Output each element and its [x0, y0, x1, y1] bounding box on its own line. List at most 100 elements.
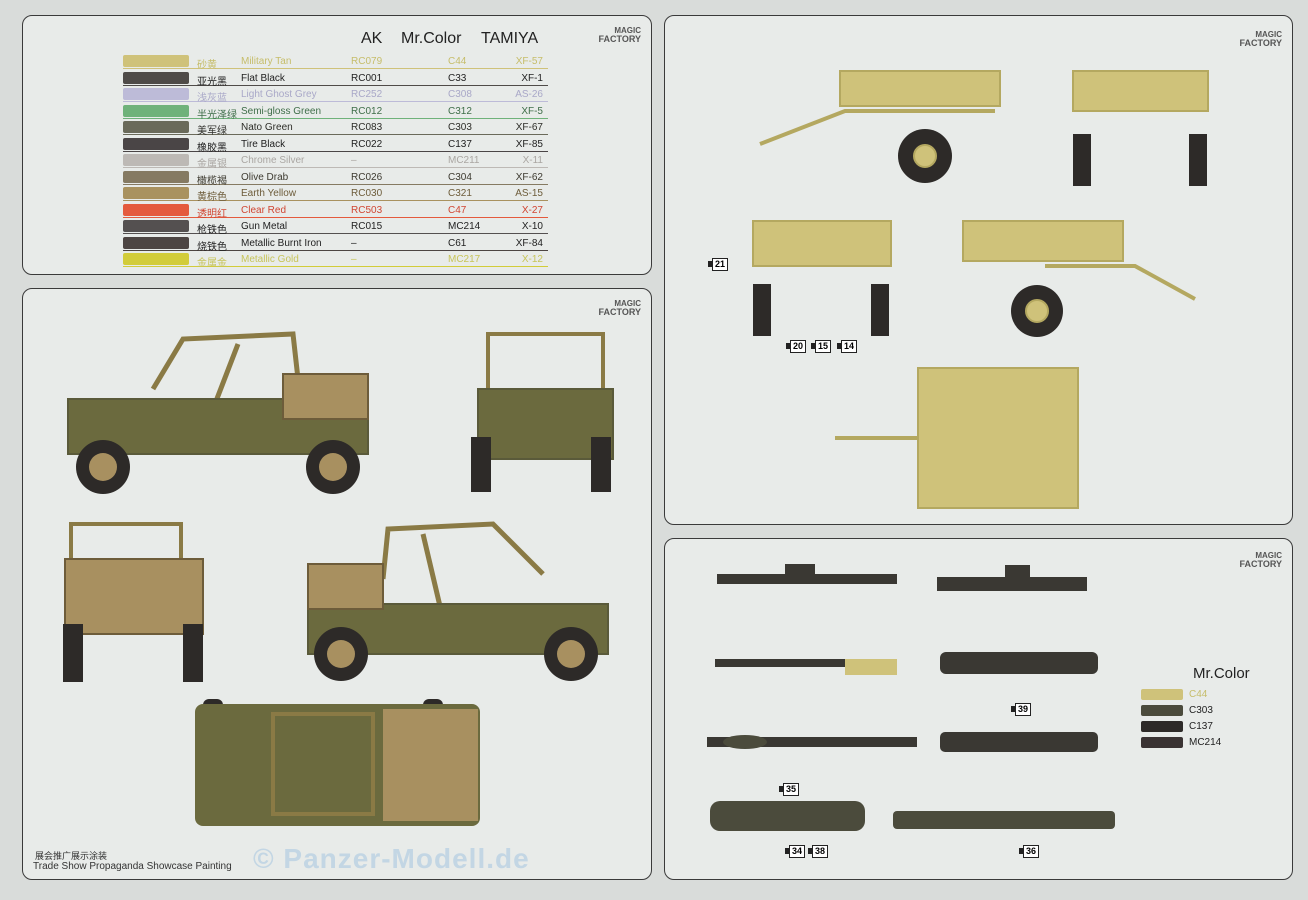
color-swatch [123, 137, 189, 150]
paint-ak-code: RC503 [351, 204, 383, 216]
paint-name: Nato Green [241, 122, 293, 133]
trailer-front-view [752, 220, 892, 336]
paint-tamiya-code: XF-5 [521, 105, 543, 117]
paint-mrcolor-code: C312 [448, 105, 472, 117]
paint-name: Olive Drab [241, 171, 289, 183]
paint-tamiya-code: X-27 [521, 204, 543, 216]
paint-chinese-name: 烧铁色 [197, 241, 227, 253]
paint-mrcolor-code: MC211 [448, 155, 480, 166]
color-swatch [123, 170, 189, 183]
part-number: 14 [836, 340, 858, 353]
paint-mrcolor-code: C33 [448, 72, 467, 84]
paint-mrcolor-code: C47 [448, 204, 467, 216]
paint-chinese-name: 亚光黑 [197, 76, 227, 88]
color-swatch [123, 88, 189, 100]
paint-mrcolor-code: C44 [448, 56, 467, 67]
weapon-legend-title: Mr.Color [1193, 665, 1250, 682]
trailer-drawings [752, 70, 1209, 509]
part-number: 36 [1018, 845, 1040, 858]
part-number: 15 [810, 340, 832, 353]
paint-chinese-name: 半光泽绿 [197, 109, 237, 121]
vehicle-side-view-left [67, 331, 369, 494]
paint-ak-code: – [351, 254, 357, 265]
paint-ak-code: RC252 [351, 89, 383, 100]
paint-chinese-name: 橡胶黑 [197, 142, 227, 154]
paint-name: Earth Yellow [241, 188, 297, 199]
legend-item: C44 [1141, 689, 1207, 700]
paint-name: Metallic Gold [241, 254, 299, 265]
color-swatch [123, 154, 189, 166]
paint-tamiya-code: XF-57 [515, 56, 543, 67]
machine-gun-2 [937, 565, 1087, 591]
launcher-1 [940, 652, 1098, 674]
paint-mrcolor-code: C61 [448, 237, 467, 249]
vehicle-top-view [195, 699, 480, 826]
paint-name: Semi-gloss Green [241, 105, 322, 117]
paint-tamiya-code: XF-84 [515, 237, 543, 249]
paint-tamiya-code: XF-85 [515, 138, 543, 150]
color-swatch [123, 253, 189, 265]
caption-en: Trade Show Propaganda Showcase Painting [33, 861, 232, 872]
color-swatch [123, 220, 189, 232]
paint-name: Tire Black [241, 138, 286, 150]
legend-item: C303 [1141, 705, 1213, 716]
paint-name: Light Ghost Grey [241, 89, 317, 100]
color-swatch [123, 203, 189, 216]
paint-ak-code: RC079 [351, 56, 383, 67]
paint-chinese-name: 金属金 [197, 258, 227, 269]
paint-mrcolor-code: C137 [448, 138, 472, 150]
paint-ak-code: RC030 [351, 188, 383, 199]
paint-mrcolor-code: C303 [448, 122, 472, 133]
paint-chinese-name: 黄棕色 [197, 192, 227, 203]
color-swatch [123, 187, 189, 199]
header-ak: AK [361, 30, 383, 47]
paint-tamiya-code: X-11 [522, 155, 543, 166]
paint-chinese-name: 橄榄褐 [197, 175, 227, 187]
legend-item: MC214 [1141, 737, 1221, 748]
paint-ak-code: – [351, 237, 357, 249]
paint-chinese-name: 枪铁色 [197, 225, 227, 236]
paint-mrcolor-code: C308 [448, 89, 472, 100]
paint-tamiya-code: XF-67 [515, 122, 543, 133]
trailer-iso-view [962, 220, 1196, 337]
paint-tamiya-code: AS-15 [515, 188, 543, 199]
weapon-drawings [707, 564, 1115, 831]
paint-mrcolor-code: MC217 [448, 254, 481, 265]
paint-mrcolor-code: MC214 [448, 221, 481, 232]
color-swatch [123, 104, 189, 117]
part-number: 34 [784, 845, 806, 858]
machine-gun-1 [717, 564, 897, 584]
header-tamiya: TAMIYA [481, 30, 539, 47]
part-number: 35 [778, 783, 800, 796]
vehicle-side-view-right [307, 521, 609, 681]
part-number: 39 [1010, 703, 1032, 716]
paint-ak-code: RC083 [351, 122, 383, 133]
vehicle-drawings [63, 331, 614, 826]
color-swatch [123, 236, 189, 249]
caption-zh: 展会推广展示涂装 [35, 851, 108, 861]
part-number: 38 [807, 845, 829, 858]
paint-tamiya-code: AS-26 [515, 89, 543, 100]
paint-name: Flat Black [241, 72, 285, 84]
paint-ak-code: RC001 [351, 72, 383, 84]
launcher-3 [710, 801, 865, 831]
paint-tamiya-code: X-12 [521, 254, 543, 265]
paint-tamiya-code: X-10 [521, 221, 543, 232]
launcher-4 [893, 811, 1115, 829]
paint-name: Gun Metal [241, 221, 288, 232]
